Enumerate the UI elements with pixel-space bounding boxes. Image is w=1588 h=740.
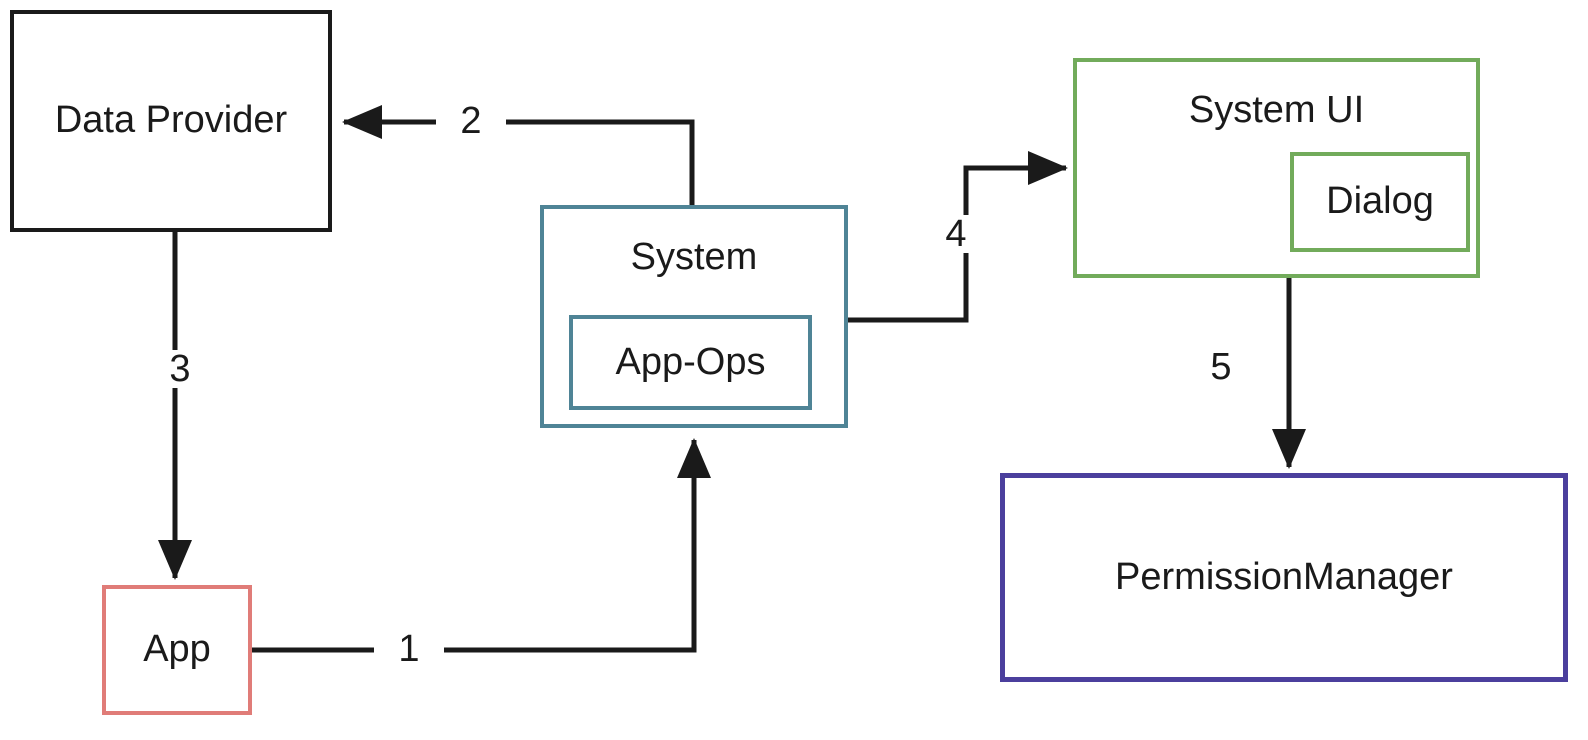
node-app[interactable] xyxy=(102,585,252,715)
edge-label-5: 5 xyxy=(1186,348,1256,386)
edge-label-4: 4 xyxy=(921,215,991,253)
node-label-data-provider: Data Provider xyxy=(54,99,288,141)
node-app-ops[interactable] xyxy=(569,315,812,410)
node-label-permission-manager: PermissionManager xyxy=(1115,555,1453,598)
node-label-system: System xyxy=(630,236,758,278)
node-permission-manager[interactable] xyxy=(1000,473,1568,682)
edge-label-2: 2 xyxy=(436,102,506,140)
node-data-provider[interactable] xyxy=(10,10,332,232)
node-dialog[interactable] xyxy=(1290,152,1470,252)
edge-path-1 xyxy=(252,437,711,653)
node-label-dialog: Dialog xyxy=(1326,180,1434,222)
edge-label-1: 1 xyxy=(374,630,444,668)
node-label-app-ops: App-Ops xyxy=(615,340,766,383)
edge-label-3: 3 xyxy=(145,350,215,388)
edge-path-2 xyxy=(341,105,695,205)
node-label-system-ui: System UI xyxy=(1188,89,1365,131)
node-label-app: App xyxy=(143,628,211,670)
